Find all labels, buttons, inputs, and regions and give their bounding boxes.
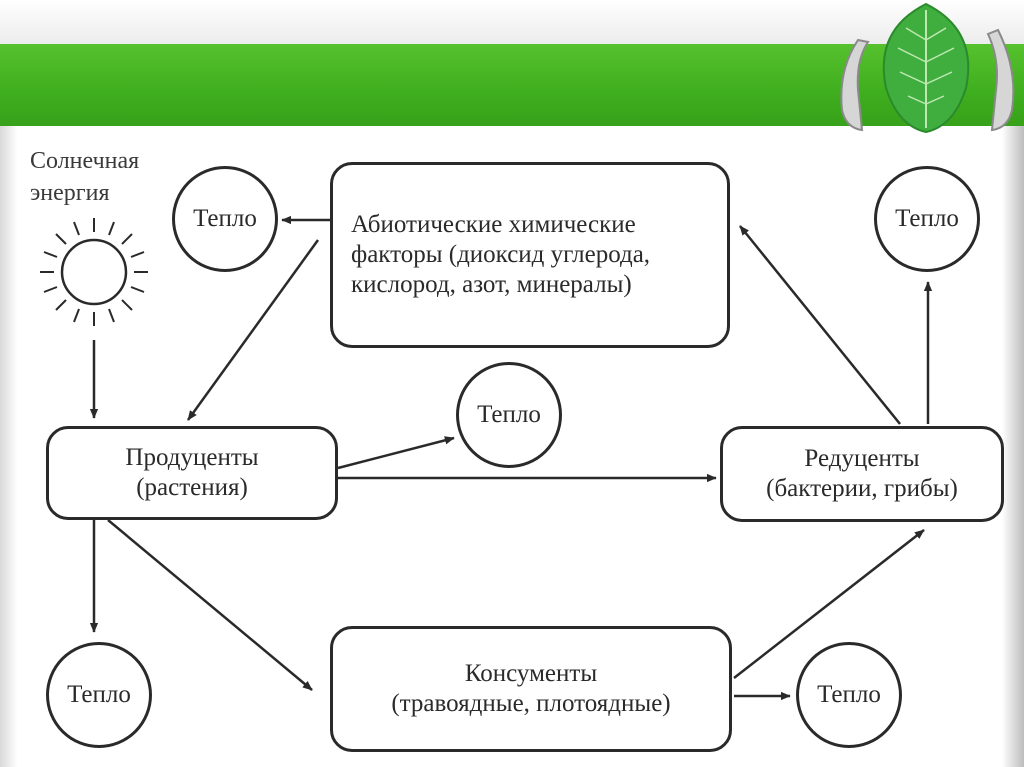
consumers-line2: (травоядные, плотоядные) [391,690,671,717]
heat-top-left: Тепло [172,166,278,272]
left-edge-shadow [0,126,18,767]
heat-top-right-label: Тепло [895,205,959,232]
heat-bottom-right: Тепло [796,642,902,748]
sun-label-line1: Солнечная [30,148,140,174]
abiotic-line3: кислород, азот, минералы) [351,271,632,298]
sun-label: Солнечная энергия [30,145,190,209]
decomposers-line2: (бактерии, грибы) [766,475,958,502]
leaf-logo-icon [840,2,1015,134]
sun-label-line2: энергия [30,180,110,206]
heat-middle: Тепло [456,362,562,468]
heat-bottom-left: Тепло [46,642,152,748]
heat-bottom-left-label: Тепло [67,681,131,708]
heat-top-right: Тепло [874,166,980,272]
producers-line2: (растения) [136,474,248,501]
consumers-line1: Консументы [464,660,598,687]
abiotic-line1: Абиотические химические [351,211,636,238]
consumers-box: Консументы (травоядные, плотоядные) [330,626,732,752]
producers-line1: Продуценты [125,444,259,471]
abiotic-factors-box: Абиотические химические факторы (диоксид… [330,162,730,348]
producers-box: Продуценты (растения) [46,426,338,520]
right-edge-shadow [1002,126,1024,767]
heat-bottom-right-label: Тепло [817,681,881,708]
top-strip [0,0,1024,44]
abiotic-line2: факторы (диоксид углерода, [351,241,651,268]
decomposers-box: Редуценты (бактерии, грибы) [720,426,1004,522]
heat-top-left-label: Тепло [193,205,257,232]
sun-icon [40,218,148,326]
heat-middle-label: Тепло [477,401,541,428]
decomposers-line1: Редуценты [804,445,920,472]
